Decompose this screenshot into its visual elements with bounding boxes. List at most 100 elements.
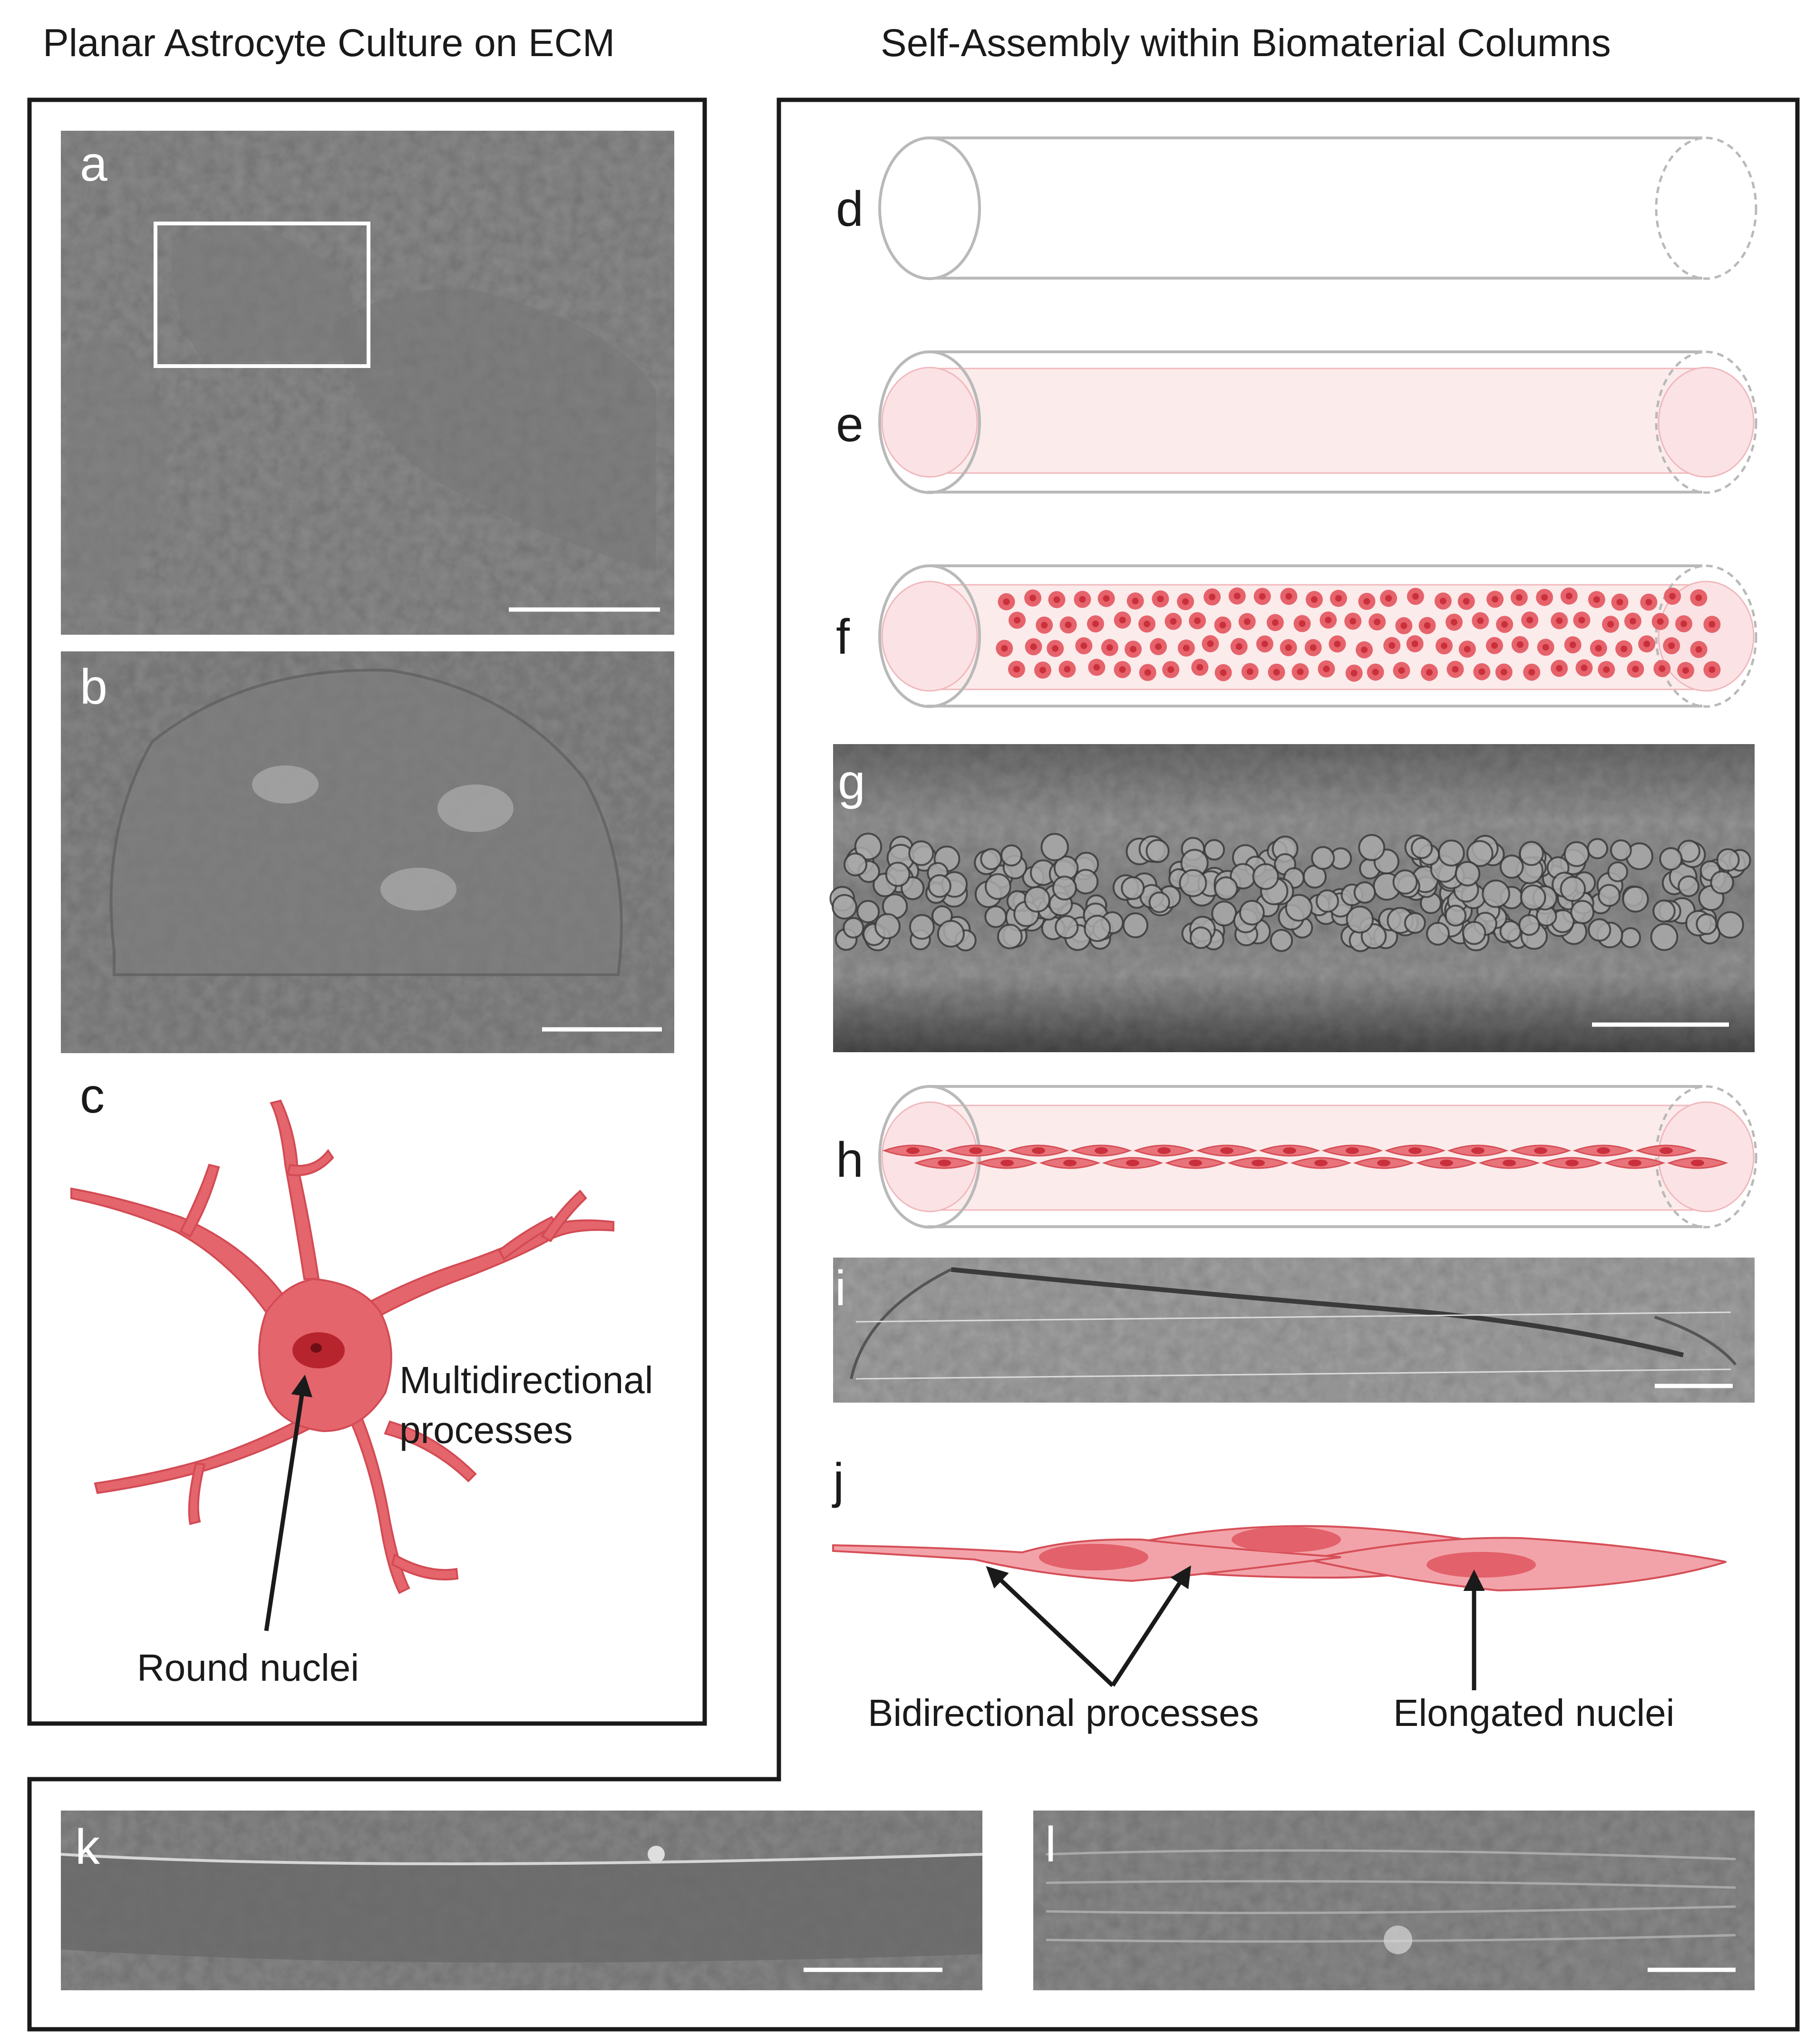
cell-aggregate <box>1499 854 1524 879</box>
cell-aggregate <box>1455 861 1481 887</box>
cell-aggregate <box>1462 920 1486 945</box>
cell-aggregate <box>1121 876 1145 900</box>
cell-aggregate <box>1353 881 1376 904</box>
panel-label-f: f <box>836 610 850 665</box>
panel-label-d: d <box>836 182 864 237</box>
g-cell-cluster <box>829 833 1751 952</box>
cell-aggregate <box>1358 834 1386 862</box>
cell-aggregate <box>1073 869 1099 895</box>
panel-label-g: g <box>838 755 865 810</box>
cell-aggregate <box>885 862 911 887</box>
cell-aggregate <box>1437 839 1465 867</box>
cell-aggregate <box>1392 869 1418 895</box>
panel-label-i: i <box>835 1261 846 1316</box>
cell-aggregate <box>843 852 868 877</box>
right-header: Self-Assembly within Biomaterial Columns <box>881 21 1611 65</box>
panel-i-micrograph: i <box>833 1258 1755 1403</box>
panel-d-empty-tube: d <box>836 136 1757 280</box>
cell-aggregate <box>1204 839 1225 861</box>
panel-label-j: j <box>832 1453 844 1509</box>
cell-aggregate <box>1570 900 1595 924</box>
cell-aggregate <box>1587 838 1609 860</box>
cell-aggregate <box>1610 839 1632 862</box>
cell-aggregate <box>928 874 951 898</box>
cell-aggregate <box>1211 901 1237 927</box>
panel-label-c: c <box>80 1068 105 1124</box>
cell-aggregate <box>1311 846 1335 870</box>
cell-aggregate <box>1588 918 1611 942</box>
cell-aggregate <box>984 905 1007 928</box>
cell-aggregate <box>1652 899 1676 923</box>
panel-l-micrograph: l <box>1033 1811 1755 1990</box>
panel-label-k: k <box>75 1820 100 1875</box>
cell-aggregate <box>856 900 880 923</box>
panel-e-gel-tube: e <box>836 350 1757 494</box>
cell-aggregate <box>1597 884 1621 907</box>
cell-aggregate <box>1410 837 1433 859</box>
cell-aggregate <box>1122 912 1149 939</box>
cell-aggregate <box>1716 848 1740 872</box>
cell-aggregate <box>1024 886 1051 913</box>
cell-aggregate <box>1404 912 1426 934</box>
panel-label-b: b <box>80 659 107 715</box>
panel-k-micrograph: k <box>60 1811 983 1990</box>
zoom-box <box>154 222 370 368</box>
panel-label-e: e <box>836 397 864 452</box>
cell-aggregate <box>1145 839 1170 863</box>
panel-b-micrograph: b <box>61 651 674 1053</box>
cell-aggregate <box>984 873 1011 900</box>
cell-aggregate <box>1055 915 1079 940</box>
cell-aggregate <box>1285 894 1313 922</box>
cell-aggregate <box>1346 905 1374 934</box>
panel-label-a: a <box>80 136 107 192</box>
left-header: Planar Astrocyte Culture on ECM <box>43 21 615 65</box>
cell-aggregate <box>1659 847 1683 871</box>
panel-h-aligned-tube: h <box>836 1085 1757 1229</box>
cell-aggregate <box>908 840 934 866</box>
multidirectional-label-2: processes <box>399 1409 573 1451</box>
cell-aggregate <box>1148 891 1171 913</box>
cell-aggregate <box>1622 885 1649 913</box>
cell-aggregate <box>1214 876 1238 901</box>
cell-aggregate <box>1678 875 1700 898</box>
bidirectional-arrow-left <box>986 1566 1115 1687</box>
cell-aggregate <box>1519 841 1544 866</box>
cell-aggregate <box>1179 869 1207 897</box>
cell-aggregate <box>1563 841 1590 867</box>
cell-aggregate <box>874 913 901 940</box>
right-frame <box>27 97 1800 2032</box>
cell-aggregate <box>1239 900 1265 926</box>
cell-aggregate <box>1518 914 1540 936</box>
panel-label-h: h <box>836 1133 864 1188</box>
elongated-label: Elongated nuclei <box>1393 1692 1675 1734</box>
cell-aggregate <box>1315 889 1339 913</box>
panel-a-micrograph: a <box>61 131 674 635</box>
cell-aggregate <box>937 920 965 948</box>
cell-aggregate <box>1716 911 1744 939</box>
cell-aggregate <box>1710 870 1734 895</box>
aligned-cells <box>882 1144 1728 1169</box>
cell-aggregate <box>1466 840 1494 867</box>
cell-aggregate <box>843 917 864 939</box>
cell-aggregate <box>1482 879 1510 908</box>
cell-aggregate <box>1560 876 1586 902</box>
bidirectional-label: Bidirectional processes <box>868 1692 1259 1734</box>
cell-aggregate <box>1040 833 1069 862</box>
cell-aggregate <box>1696 913 1718 935</box>
bidirectional-arrow-right <box>1111 1565 1191 1687</box>
round-nuclei-label: Round nuclei <box>137 1647 359 1689</box>
left-frame <box>27 97 707 1726</box>
cell-aggregate <box>854 833 883 861</box>
cell-aggregate <box>980 848 1002 871</box>
panel-label-l: l <box>1045 1817 1056 1872</box>
panel-c-astrocyte: c Multidirectional processes Round nucle… <box>70 1068 653 1689</box>
cell-aggregate <box>1052 875 1077 901</box>
cell-aggregate <box>1650 923 1679 951</box>
cell-aggregate <box>1445 904 1467 927</box>
cell-aggregate <box>1189 926 1213 949</box>
seeded-cells <box>996 587 1721 682</box>
cell-aggregate <box>1607 861 1629 882</box>
cell-aggregate <box>909 914 935 940</box>
cell-aggregate <box>1426 921 1450 946</box>
